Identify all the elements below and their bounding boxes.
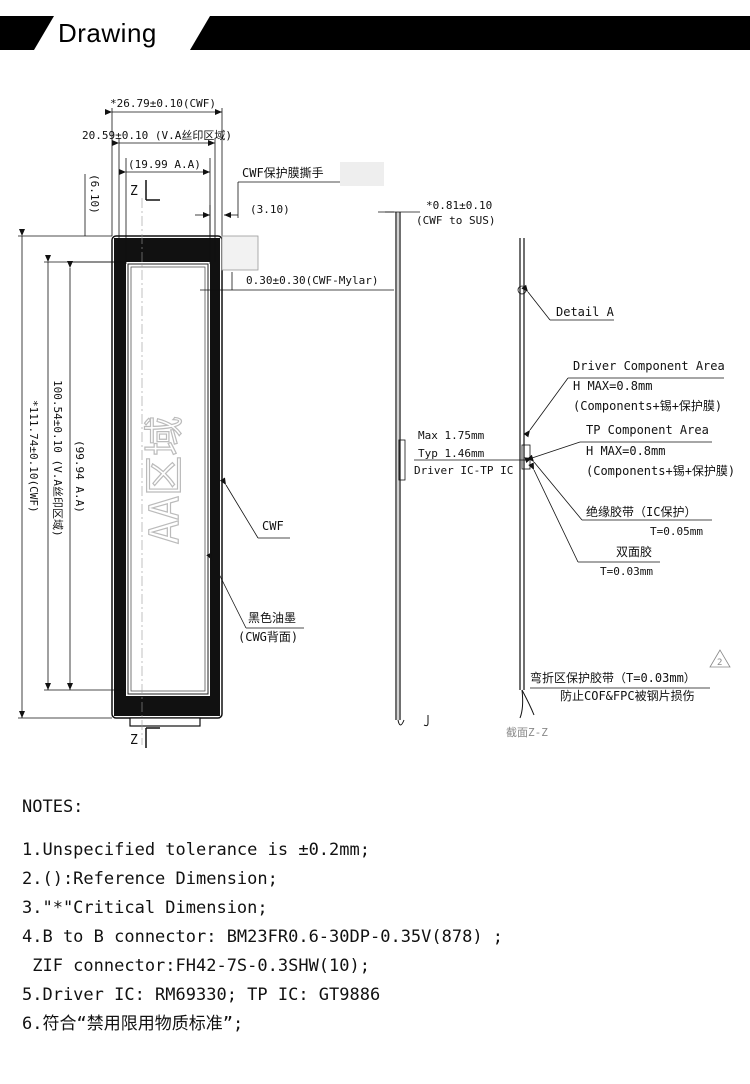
- note-4b: ZIF connector:FH42-7S-0.3SHW(10);: [22, 956, 370, 976]
- header-title: Drawing: [58, 18, 157, 48]
- bend-tape: 弯折区保护胶带（T=0.03mm）: [530, 670, 696, 685]
- notes-section: NOTES: 1.Unspecified tolerance is ±0.2mm…: [22, 793, 503, 1039]
- rev-number: 2: [717, 658, 722, 668]
- callout-ink-1: 黑色油墨: [248, 611, 296, 625]
- driver-comp: (Components+锡+保护膜): [573, 398, 722, 413]
- detail-a: Detail A: [556, 305, 615, 319]
- fpc-tail: [129, 717, 201, 727]
- front-view: AA区域 Z Z *26.79±0.10(CWF) 20.59±0.10 (V.…: [18, 97, 232, 748]
- double-t: T=0.03mm: [600, 565, 653, 578]
- dim-aa-width: (19.99 A.A): [128, 158, 201, 171]
- dim-top-offset: (6.10): [88, 174, 101, 214]
- driver-area: Driver Component Area: [573, 359, 725, 373]
- callout-tab: CWF保护膜撕手: [242, 166, 324, 180]
- note-4: 4.B to B connector: BM23FR0.6-30DP-0.35V…: [22, 927, 504, 947]
- driver-hmax: H MAX=0.8mm: [573, 379, 652, 393]
- section-view: Detail A Driver Component Area H MAX=0.8…: [506, 238, 735, 739]
- bend-note: 防止COF&FPC被钢片损伤: [560, 688, 695, 703]
- tp-comp: (Components+锡+保护膜): [586, 463, 735, 478]
- note-3: 3."*"Critical Dimension;: [22, 898, 268, 918]
- callout-mylar: 0.30±0.30(CWF-Mylar): [246, 274, 378, 287]
- aa-area: [130, 266, 206, 692]
- callout-cwf: CWF: [262, 519, 284, 533]
- tp-area: TP Component Area: [586, 423, 709, 437]
- side-thickness-2: (CWF to SUS): [416, 214, 495, 227]
- dim-aa-length: (99.94 A.A): [73, 440, 86, 513]
- dim-cwf-width: *26.79±0.10(CWF): [110, 97, 216, 110]
- dim-cwf-length: *111.74±0.10(CWF): [27, 400, 40, 513]
- protective-film-tab: [221, 235, 259, 271]
- dim-va-width: 20.59±0.10 (V.A丝印区域): [82, 129, 232, 142]
- side-typ: Typ 1.46mm: [418, 447, 485, 460]
- dim-va-length: 100.54±0.10 (V.A丝印区域): [51, 380, 64, 537]
- aa-watermark: AA区域: [142, 416, 188, 544]
- side-max: Max 1.75mm: [418, 429, 485, 442]
- note-2: 2.():Reference Dimension;: [22, 869, 278, 889]
- notes-title: NOTES:: [22, 797, 84, 817]
- va-area: [127, 263, 209, 695]
- technical-drawing: AA区域 Z Z *26.79±0.10(CWF) 20.59±0.10 (V.…: [18, 97, 735, 748]
- tape-t: T=0.05mm: [650, 525, 703, 538]
- note-6: 6.符合“禁用限用物质标准”;: [22, 1014, 244, 1034]
- callout-tab-offset: (3.10): [250, 203, 290, 216]
- side-thickness-1: *0.81±0.10: [426, 199, 492, 212]
- front-callouts: CWF保护膜撕手 (3.10) 0.30±0.30(CWF-Mylar) CWF…: [195, 162, 394, 644]
- tp-hmax: H MAX=0.8mm: [586, 444, 665, 458]
- side-driver-tp: Driver IC-TP IC: [414, 464, 513, 477]
- tape: 绝缘胶带（IC保护）: [586, 504, 696, 519]
- black-ink-border: [114, 238, 220, 716]
- header-tab: [34, 16, 210, 50]
- side-view: *0.81±0.10 (CWF to SUS) Max 1.75mm Typ 1…: [378, 199, 528, 727]
- double-tape: 双面胶: [616, 544, 652, 559]
- note-5: 5.Driver IC: RM69330; TP IC: GT9886: [22, 985, 381, 1005]
- section-mark-bottom: Z: [130, 733, 138, 748]
- section-label: 截面Z-Z: [506, 725, 548, 739]
- note-1: 1.Unspecified tolerance is ±0.2mm;: [22, 840, 370, 860]
- rev-triangle: [709, 649, 731, 668]
- section-mark-top: Z: [130, 184, 138, 199]
- callout-ink-2: (CWG背面): [238, 630, 298, 644]
